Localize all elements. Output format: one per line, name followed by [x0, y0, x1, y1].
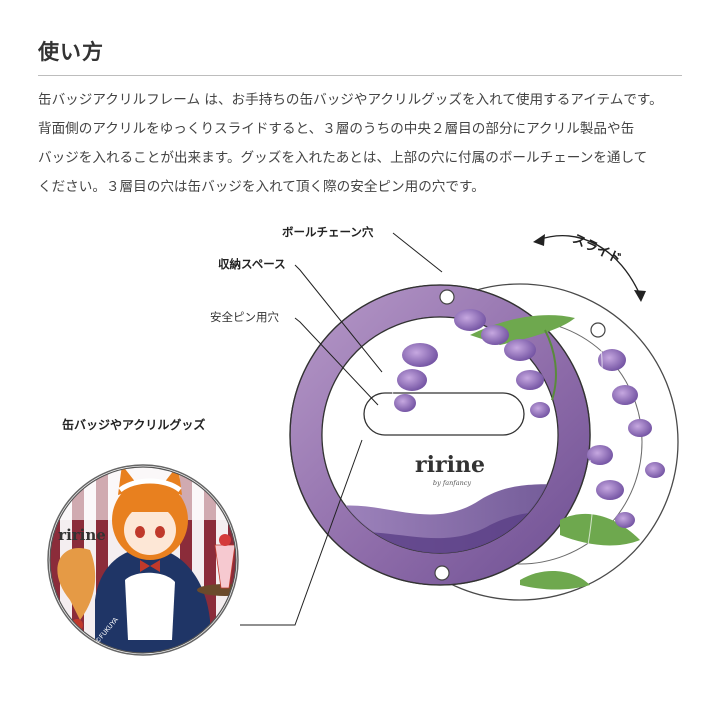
leader-lines — [240, 232, 443, 626]
description-line-2: 背面側のアクリルをゆっくりスライドすると、３層のうちの中央２層目の部分にアクリル… — [38, 121, 635, 137]
description-line-1: 缶バッジアクリルフレーム は、お手持ちの缶バッジやアクリルグッズを入れて使用する… — [38, 92, 663, 108]
usage-description: 缶バッジアクリルフレーム は、お手持ちの缶バッジやアクリルグッズを入れて使用する… — [38, 86, 698, 202]
can-badge — [47, 464, 239, 656]
slide-arrow — [537, 235, 641, 296]
frame-logo: ririne — [415, 452, 485, 478]
description-line-4: ください。３層目の穴は缶バッジを入れて頂く際の安全ピン用の穴です。 — [38, 179, 485, 195]
label-storage-space: 収納スペース — [218, 257, 286, 271]
label-ball-chain-hole: ボールチェーン穴 — [282, 225, 374, 239]
front-acrylic-ring — [289, 284, 591, 586]
safety-pin-slot — [363, 392, 525, 436]
description-line-3: バッジを入れることが出来ます。グッズを入れたあとは、上部の穴に付属のボールチェー… — [38, 150, 648, 166]
title-divider — [38, 75, 682, 76]
badge-logo: ririne — [58, 526, 106, 544]
label-safety-pin-hole: 安全ピン用穴 — [210, 310, 279, 324]
frame-logo-sub: by fanfancy — [433, 479, 471, 487]
wisteria-decoration — [379, 309, 665, 590]
page-title: 使い方 — [38, 40, 104, 64]
label-badges-goods: 缶バッジやアクリルグッズ — [62, 418, 206, 432]
ball-chain-hole — [439, 289, 455, 305]
